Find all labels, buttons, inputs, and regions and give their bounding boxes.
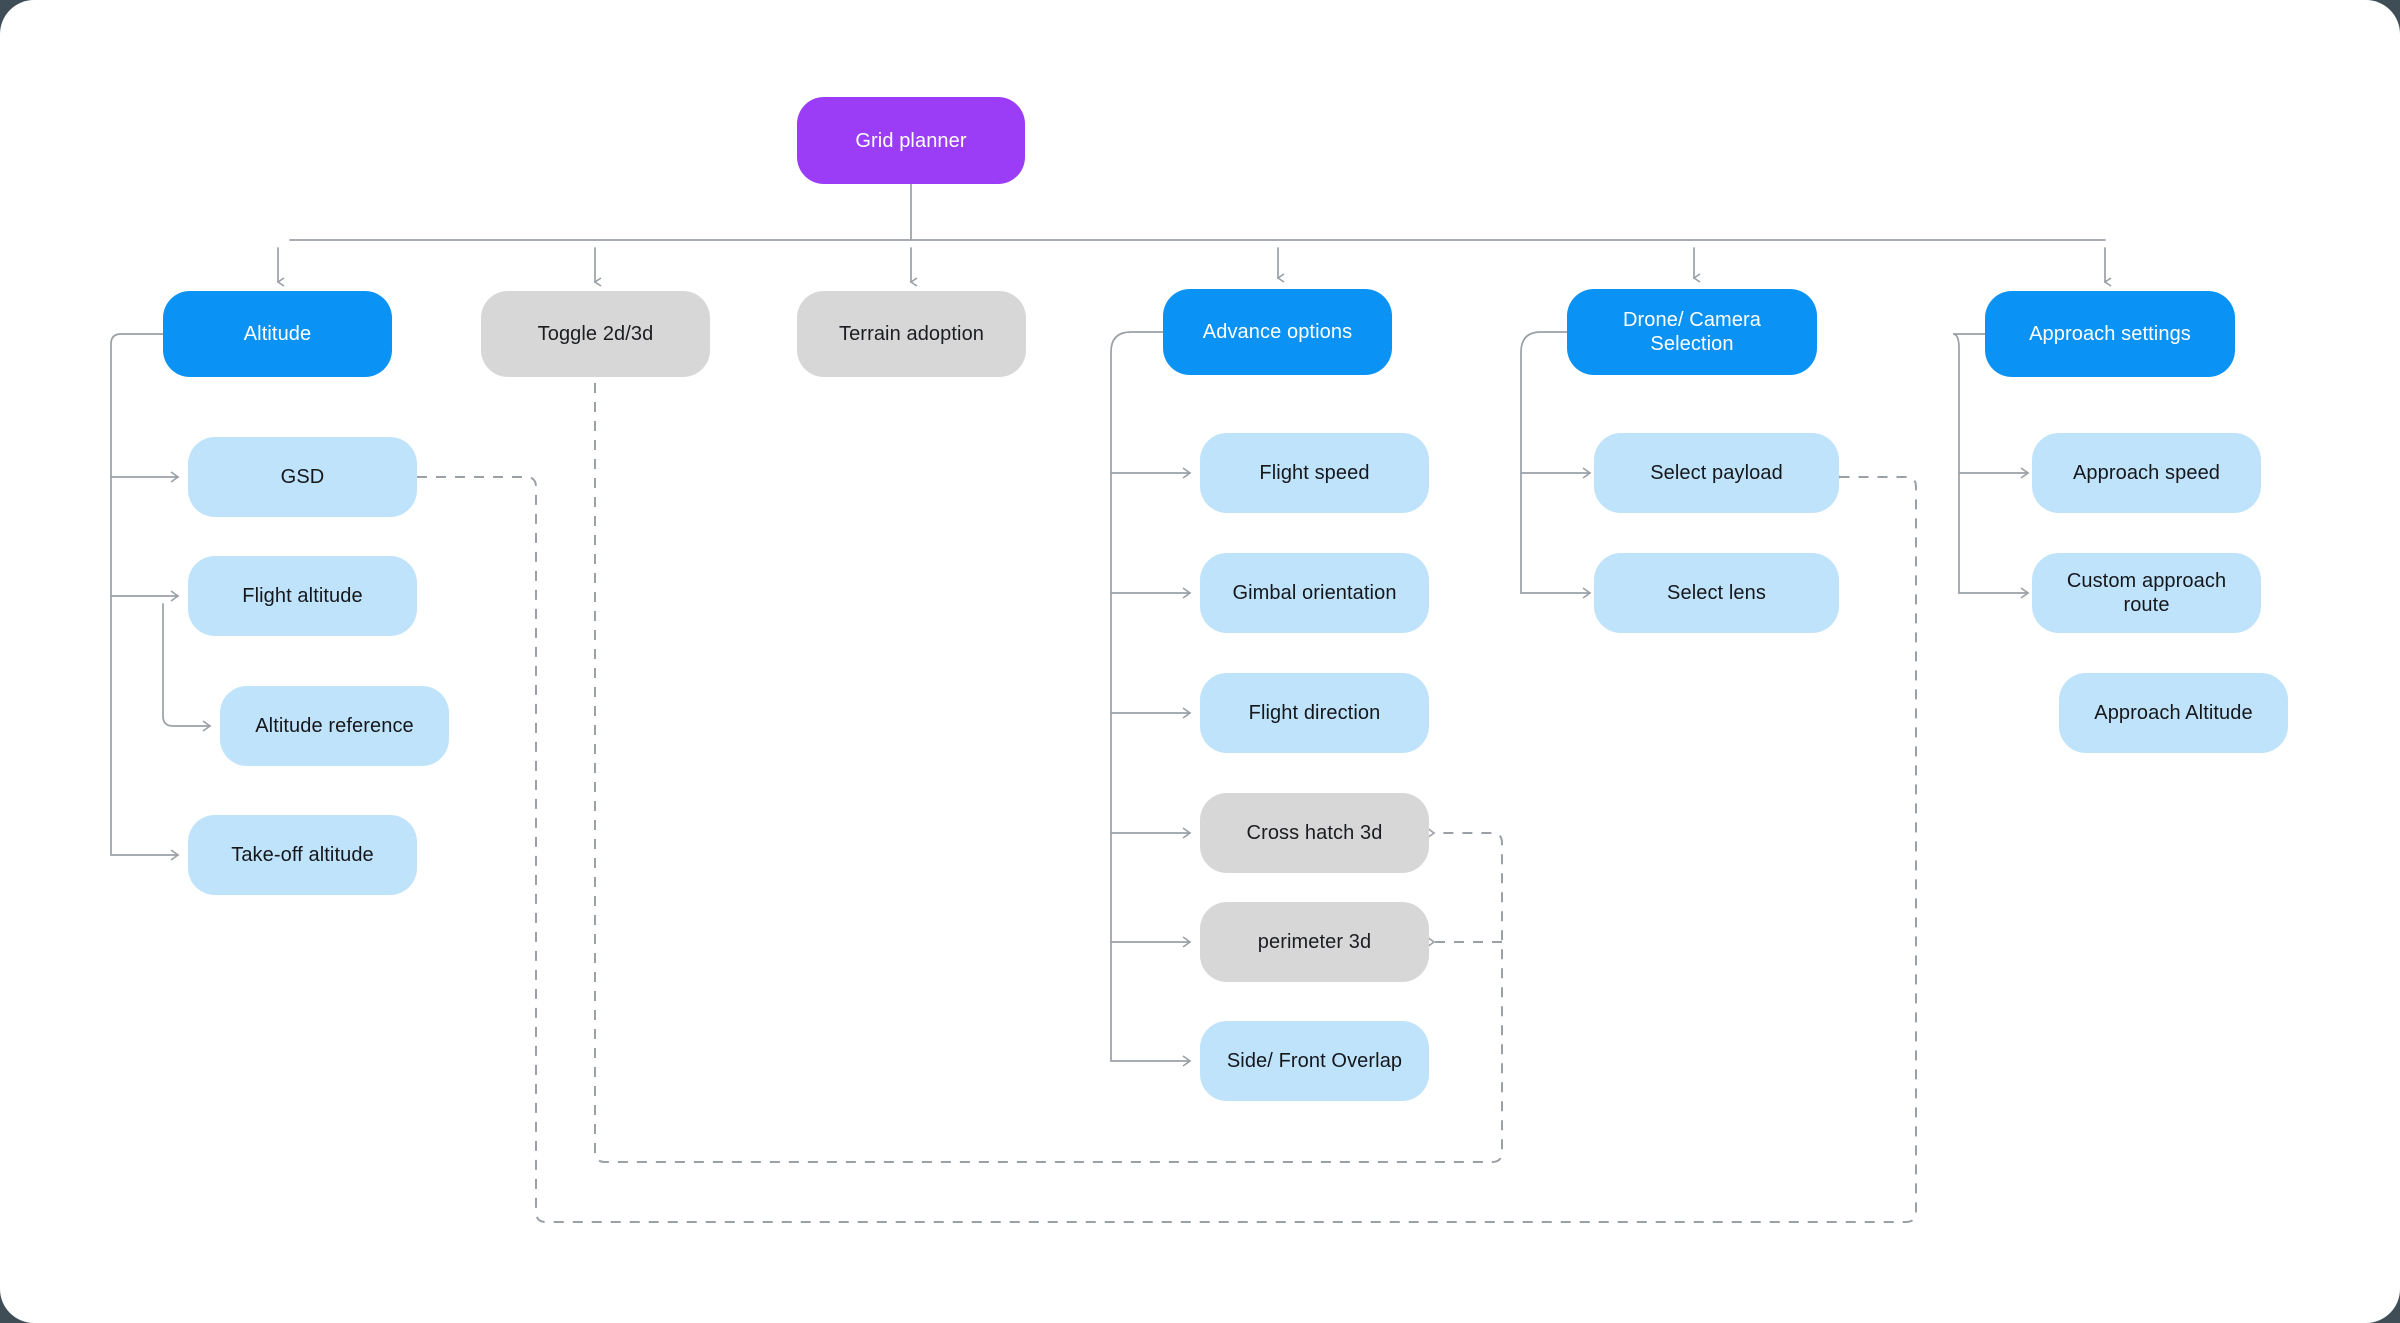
node-take-off-altitude[interactable]: Take-off altitude [188, 815, 417, 895]
node-advance-options[interactable]: Advance options [1163, 289, 1392, 375]
edge-advance-spine [1110, 331, 1164, 1062]
node-perimeter-3d[interactable]: perimeter 3d [1200, 902, 1429, 982]
node-drone-camera-selection[interactable]: Drone/ Camera Selection [1567, 289, 1817, 375]
node-toggle-2d-3d[interactable]: Toggle 2d/3d [481, 291, 710, 377]
node-flight-direction[interactable]: Flight direction [1200, 673, 1429, 753]
node-select-payload[interactable]: Select payload [1594, 433, 1839, 513]
node-side-front-overlap[interactable]: Side/ Front Overlap [1200, 1021, 1429, 1101]
edge-altitude-spine [110, 333, 164, 856]
node-flight-speed[interactable]: Flight speed [1200, 433, 1429, 513]
node-approach-altitude[interactable]: Approach Altitude [2059, 673, 2288, 753]
node-terrain-adoption[interactable]: Terrain adoption [797, 291, 1026, 377]
node-select-lens[interactable]: Select lens [1594, 553, 1839, 633]
node-approach-speed[interactable]: Approach speed [2032, 433, 2261, 513]
node-gimbal-orientation[interactable]: Gimbal orientation [1200, 553, 1429, 633]
node-custom-approach-route[interactable]: Custom approach route [2032, 553, 2261, 633]
node-cross-hatch-3d[interactable]: Cross hatch 3d [1200, 793, 1429, 873]
node-gsd[interactable]: GSD [188, 437, 417, 517]
edge-approach-spine [1952, 333, 1986, 594]
edge-drone-spine [1520, 331, 1574, 594]
node-grid-planner[interactable]: Grid planner [797, 97, 1025, 184]
node-flight-altitude[interactable]: Flight altitude [188, 556, 417, 636]
node-altitude[interactable]: Altitude [163, 291, 392, 377]
node-altitude-reference[interactable]: Altitude reference [220, 686, 449, 766]
node-approach-settings[interactable]: Approach settings [1985, 291, 2235, 377]
